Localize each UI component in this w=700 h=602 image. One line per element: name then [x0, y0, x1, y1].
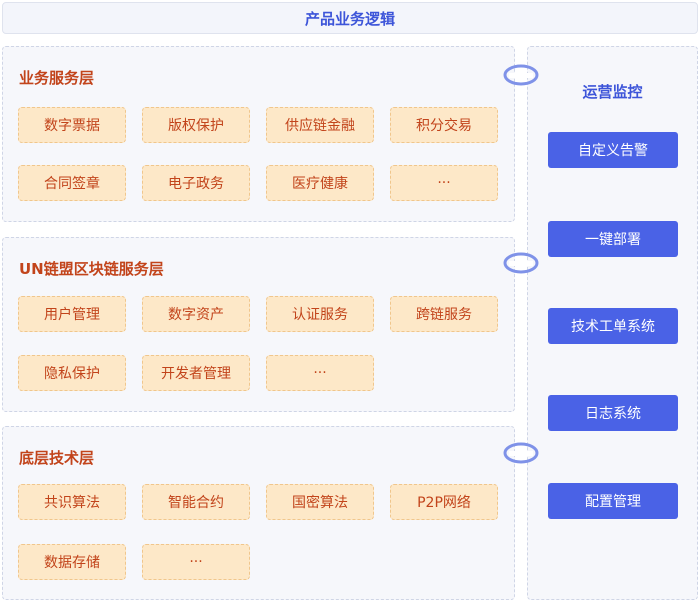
diagram-title: 产品业务逻辑 [2, 2, 698, 34]
layer-blockchain-services: UN链盟区块链服务层 用户管理 数字资产 认证服务 跨链服务 隐私保护 开发者管… [2, 237, 515, 412]
layer-item: P2P网络 [390, 484, 498, 520]
layer-item: ··· [266, 355, 374, 391]
layer-item: 积分交易 [390, 107, 498, 143]
operations-monitoring-panel: 运营监控 自定义告警 一键部署 技术工单系统 日志系统 配置管理 [527, 46, 698, 600]
link-connector-icon [500, 250, 542, 276]
monitor-item-ticket-system: 技术工单系统 [548, 308, 678, 344]
panel-title: 运营监控 [582, 83, 643, 101]
layer-title: 底层技术层 [19, 449, 95, 467]
layer-item: 智能合约 [142, 484, 250, 520]
layer-item: 用户管理 [18, 296, 126, 332]
layer-item: 医疗健康 [266, 165, 374, 201]
monitor-item-one-click-deploy: 一键部署 [548, 221, 678, 257]
layer-item: 跨链服务 [390, 296, 498, 332]
layer-item: 共识算法 [18, 484, 126, 520]
layer-item: ··· [390, 165, 498, 201]
monitor-item-log-system: 日志系统 [548, 395, 678, 431]
layer-item: 版权保护 [142, 107, 250, 143]
layer-item: 开发者管理 [142, 355, 250, 391]
monitor-item-custom-alerts: 自定义告警 [548, 132, 678, 168]
layer-item: 供应链金融 [266, 107, 374, 143]
layer-item: 国密算法 [266, 484, 374, 520]
layer-business-services: 业务服务层 数字票据 版权保护 供应链金融 积分交易 合同签章 电子政务 医疗健… [2, 46, 515, 222]
link-connector-icon [500, 62, 542, 88]
layer-item: 数字票据 [18, 107, 126, 143]
layer-item: 数据存储 [18, 544, 126, 580]
layer-title: UN链盟区块链服务层 [19, 260, 164, 278]
layer-item: 电子政务 [142, 165, 250, 201]
layer-item: 隐私保护 [18, 355, 126, 391]
layer-item: ··· [142, 544, 250, 580]
layer-base-technology: 底层技术层 共识算法 智能合约 国密算法 P2P网络 数据存储 ··· [2, 426, 515, 600]
monitor-item-config-management: 配置管理 [548, 483, 678, 519]
link-connector-icon [500, 440, 542, 466]
layer-item: 合同签章 [18, 165, 126, 201]
layer-item: 数字资产 [142, 296, 250, 332]
layer-item: 认证服务 [266, 296, 374, 332]
layer-title: 业务服务层 [19, 69, 95, 87]
